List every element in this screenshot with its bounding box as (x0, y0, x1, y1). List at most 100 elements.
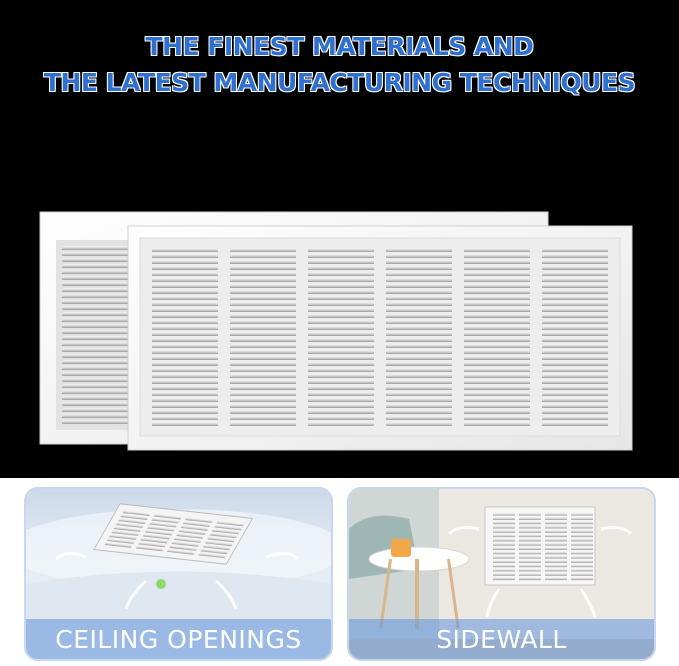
louver-blade (308, 386, 374, 390)
louver-blade (308, 320, 374, 324)
louver-blade (140, 537, 169, 544)
louver-blade (542, 272, 608, 276)
louver-blade (62, 384, 128, 388)
louver-blade (386, 392, 452, 396)
louver-blade (122, 510, 151, 516)
louver-blade (386, 386, 452, 390)
louver-blade (519, 534, 541, 538)
louver-blade (464, 296, 530, 300)
louver-blade (173, 537, 202, 543)
louver-blade (152, 392, 218, 396)
louver-blade (545, 556, 567, 559)
louver-blade (62, 282, 128, 286)
louver-blade (464, 248, 530, 252)
louver-blade (230, 368, 296, 372)
louver-blade (386, 254, 452, 258)
louver-blade (386, 266, 452, 270)
louver-blade (542, 266, 608, 270)
louver-blade (519, 543, 541, 546)
louver-blade (62, 258, 128, 262)
louver-blade (308, 314, 374, 318)
louver-blade (230, 350, 296, 354)
louver-blade (152, 362, 218, 366)
sidewall-panel: SIDEWALL (347, 487, 656, 661)
louver-blade (493, 525, 515, 529)
caption-bar: CEILING OPENINGS (26, 619, 331, 659)
louver-blade (230, 380, 296, 384)
louver-blade (120, 514, 149, 520)
louver-blade (62, 300, 128, 304)
louver-blade (542, 302, 608, 306)
louver-blade (386, 374, 452, 378)
louver-blade (386, 356, 452, 360)
louver-blade (464, 404, 530, 408)
louver-blade (542, 416, 608, 420)
louver-blade (464, 374, 530, 378)
louver-blade (386, 404, 452, 408)
louver-blade (571, 573, 593, 576)
louver-blade (519, 513, 541, 516)
louver-blade (308, 398, 374, 402)
louver-blade (545, 543, 567, 546)
louver-blade (545, 525, 567, 529)
louver-blade (142, 533, 171, 540)
sidewall-caption: SIDEWALL (436, 624, 567, 654)
louver-blade (230, 338, 296, 342)
louver-blade (542, 320, 608, 324)
louver-blade (386, 248, 452, 252)
louver-blade (545, 560, 567, 563)
louver-blade (386, 302, 452, 306)
louver-blade (308, 266, 374, 270)
louver-blade (386, 398, 452, 402)
louver-blade (308, 278, 374, 282)
louver-blade (152, 320, 218, 324)
louver-blade (542, 332, 608, 336)
louver-blade (152, 368, 218, 372)
louver-blade (62, 378, 128, 382)
louver-blade (464, 398, 530, 402)
louver-blade (493, 556, 515, 559)
louver-blade (106, 538, 135, 544)
louver-blade (545, 577, 567, 581)
louver-blade (62, 342, 128, 346)
louver-blade (152, 254, 218, 258)
front-grille (127, 225, 633, 451)
louver-blade (118, 518, 147, 524)
louver-blade (230, 362, 296, 366)
louver-blade (104, 542, 133, 548)
louver-blade (135, 545, 164, 552)
louver-blade (62, 276, 128, 280)
louver-blade (230, 386, 296, 390)
louver-blade (230, 278, 296, 282)
louver-blade (542, 380, 608, 384)
louver-blade (493, 530, 515, 533)
louver-blade (152, 266, 218, 270)
louver-blade (571, 547, 593, 550)
louver-blade (519, 556, 541, 559)
louver-blade (209, 532, 238, 539)
louver-blade (386, 320, 452, 324)
louver-blade (542, 338, 608, 342)
louver-blade (308, 260, 374, 264)
louver-blade (144, 529, 173, 536)
louver-blade (230, 422, 296, 426)
louver-blade (545, 564, 567, 568)
louver-blade (152, 338, 218, 342)
louver-blade (464, 368, 530, 372)
louver-blade (211, 528, 240, 535)
louver-blade (308, 368, 374, 372)
louver-blade (545, 551, 567, 555)
louver-blade (308, 296, 374, 300)
louver-blade (152, 380, 218, 384)
louver-blade (62, 414, 128, 418)
louver-blade (571, 560, 593, 563)
louver-blade (152, 416, 218, 420)
louver-blade (152, 332, 218, 336)
louver-blade (542, 344, 608, 348)
louver-blade (207, 536, 236, 543)
louver-blade (62, 246, 128, 250)
louver-blade (198, 552, 227, 559)
louver-blade (464, 356, 530, 360)
louver-blade (230, 284, 296, 288)
louver-blade (62, 318, 128, 322)
